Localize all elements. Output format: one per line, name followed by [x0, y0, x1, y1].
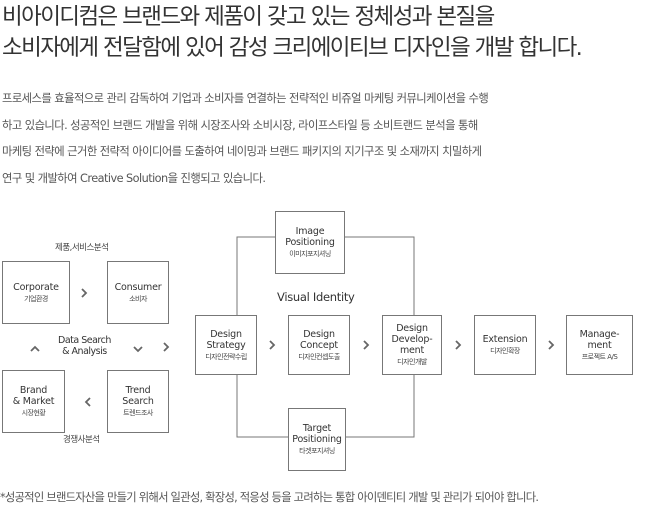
design-strategy-box: Design Strategy 디자인전략수립 — [195, 315, 257, 375]
brand-market-subtitle: 시장현황 — [21, 409, 46, 417]
design-development-title: Design Develop- ment — [391, 323, 433, 356]
image-positioning-title: Image Positioning — [285, 226, 335, 248]
competitor-analysis-label: 경쟁사분석 — [63, 435, 100, 445]
extension-title: Extension — [482, 334, 528, 345]
design-strategy-subtitle: 디자인전략수립 — [205, 352, 247, 361]
image-positioning-subtitle: 이미지포지셔닝 — [289, 250, 331, 258]
headline: 비아이디컴은 브랜드와 제품이 갖고 있는 정체성과 본질을 소비자에게 전달함… — [2, 2, 651, 64]
description-line-3: 마케팅 전략에 근거한 전략적 아이디어를 도출하여 네이밍과 브랜드 패키지의… — [2, 145, 482, 158]
target-positioning-subtitle: 타겟포지셔닝 — [299, 447, 335, 455]
brand-market-box: Brand & Market 시장현황 — [2, 370, 65, 433]
design-concept-subtitle: 디자인컨셉도출 — [298, 352, 340, 361]
chevron-right-icon — [266, 339, 278, 351]
design-development-subtitle: 디자인개발 — [397, 358, 427, 366]
headline-line-2: 소비자에게 전달함에 있어 감성 크리에이티브 디자인을 개발 합니다. — [2, 35, 583, 61]
extension-box: Extension 디자인확장 — [474, 315, 536, 375]
extension-subtitle: 디자인확장 — [490, 347, 520, 355]
brand-market-title: Brand & Market — [12, 385, 55, 407]
chevron-right-icon — [452, 339, 464, 351]
consumer-subtitle: 소비자 — [129, 294, 147, 303]
image-positioning-box: Image Positioning 이미지포지셔닝 — [275, 211, 345, 274]
data-search-label-line-1: Data Search — [58, 335, 111, 346]
description-line-4: 연구 및 개발하여 Creative Solution을 진행되고 있습니다. — [2, 171, 266, 185]
chevron-right-icon — [160, 341, 172, 353]
product-service-analysis-label: 제품,서비스분석 — [55, 243, 109, 253]
design-concept-box: Design Concept 디자인컨셉도출 — [288, 315, 350, 375]
chevron-right-icon — [545, 339, 557, 351]
chevron-down-icon — [132, 343, 144, 355]
data-search-label-line-2: & Analysis — [62, 346, 107, 357]
description-line-2: 하고 있습니다. 성공적인 브랜드 개발을 위해 시장조사와 소비시장, 라이프… — [2, 118, 478, 132]
management-subtitle: 프로젝트 A/S — [581, 352, 618, 361]
trend-search-title: Trend Search — [122, 385, 154, 407]
consumer-box: Consumer 소비자 — [107, 261, 169, 324]
corporate-subtitle: 기업환경 — [24, 294, 48, 303]
consumer-title: Consumer — [114, 281, 162, 293]
design-concept-title: Design Concept — [300, 328, 338, 351]
design-development-box: Design Develop- ment 디자인개발 — [382, 315, 442, 375]
design-strategy-title: Design Strategy — [206, 328, 246, 351]
chevron-up-icon — [29, 343, 41, 355]
chevron-right-icon — [360, 339, 372, 351]
chevron-left-icon — [82, 396, 94, 408]
management-box: Manage- ment 프로젝트 A/S — [566, 315, 633, 375]
corporate-title: Corporate — [13, 281, 59, 293]
corporate-box: Corporate 기업환경 — [2, 261, 70, 324]
chevron-right-icon — [78, 287, 90, 299]
trend-search-box: Trend Search 트렌드조사 — [107, 370, 169, 433]
trend-search-subtitle: 트렌드조사 — [123, 409, 153, 417]
data-search-analysis-label: Data Search & Analysis — [58, 335, 111, 357]
description: 프로세스를 효율적으로 관리 감독하여 기업과 소비자를 연결하는 전략적인 비… — [2, 86, 602, 192]
target-positioning-title: Target Positioning — [292, 423, 342, 445]
description-line-1: 프로세스를 효율적으로 관리 감독하여 기업과 소비자를 연결하는 전략적인 비… — [2, 92, 489, 105]
target-positioning-box: Target Positioning 타겟포지셔닝 — [288, 408, 346, 471]
footnote: *성공적인 브랜드자산을 만들기 위해서 일관성, 확장성, 적응성 등을 고려… — [0, 491, 539, 504]
management-title: Manage- ment — [579, 328, 620, 351]
visual-identity-label: Visual Identity — [277, 290, 355, 304]
headline-line-1: 비아이디컴은 브랜드와 제품이 갖고 있는 정체성과 본질을 — [2, 4, 495, 30]
